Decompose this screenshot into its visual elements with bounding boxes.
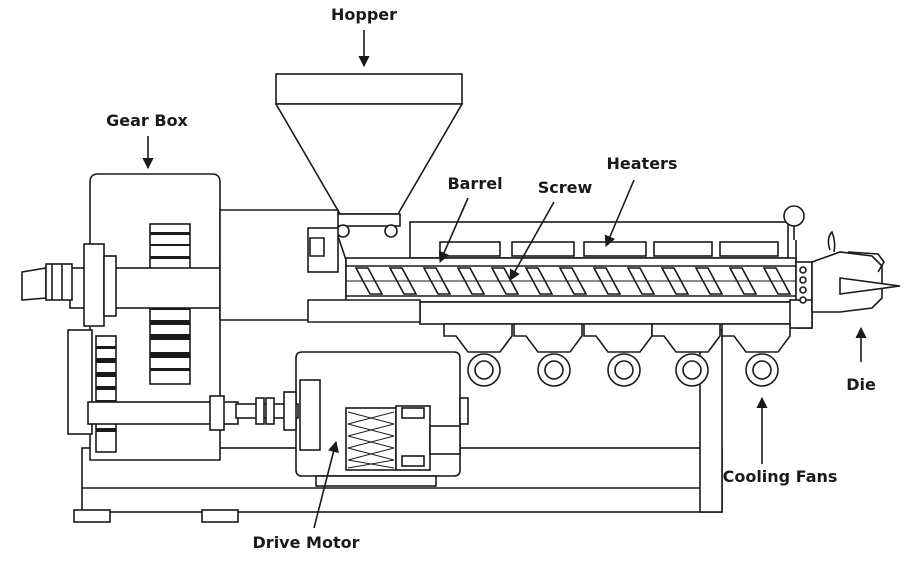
cooling-fan: [513, 323, 583, 387]
arrow-heaters: [604, 179, 635, 248]
label-cooling-fans: Cooling Fans: [723, 467, 838, 486]
arrow-screw: [509, 201, 555, 281]
callouts: Hopper Gear Box Barrel Screw Heaters Die…: [106, 5, 876, 552]
label-die: Die: [846, 375, 876, 394]
arrow-drive-motor: [313, 440, 339, 529]
label-drive-motor: Drive Motor: [253, 533, 360, 552]
cooling-fan: [651, 323, 721, 387]
label-gear-box: Gear Box: [106, 111, 188, 130]
motor-windings: [347, 411, 395, 469]
label-screw: Screw: [538, 178, 593, 197]
cooling-fan: [721, 323, 791, 387]
gear-box: [21, 173, 241, 461]
cooling-fan: [583, 323, 653, 387]
die: [811, 230, 901, 313]
label-hopper: Hopper: [331, 5, 397, 24]
heater-bands: [439, 241, 779, 257]
label-heaters: Heaters: [607, 154, 678, 173]
cooling-fan: [443, 323, 513, 387]
hopper: [219, 73, 464, 321]
arrow-barrel: [438, 197, 469, 264]
barrel: [307, 205, 813, 329]
cooling-fans: [443, 323, 791, 387]
label-barrel: Barrel: [447, 174, 502, 193]
